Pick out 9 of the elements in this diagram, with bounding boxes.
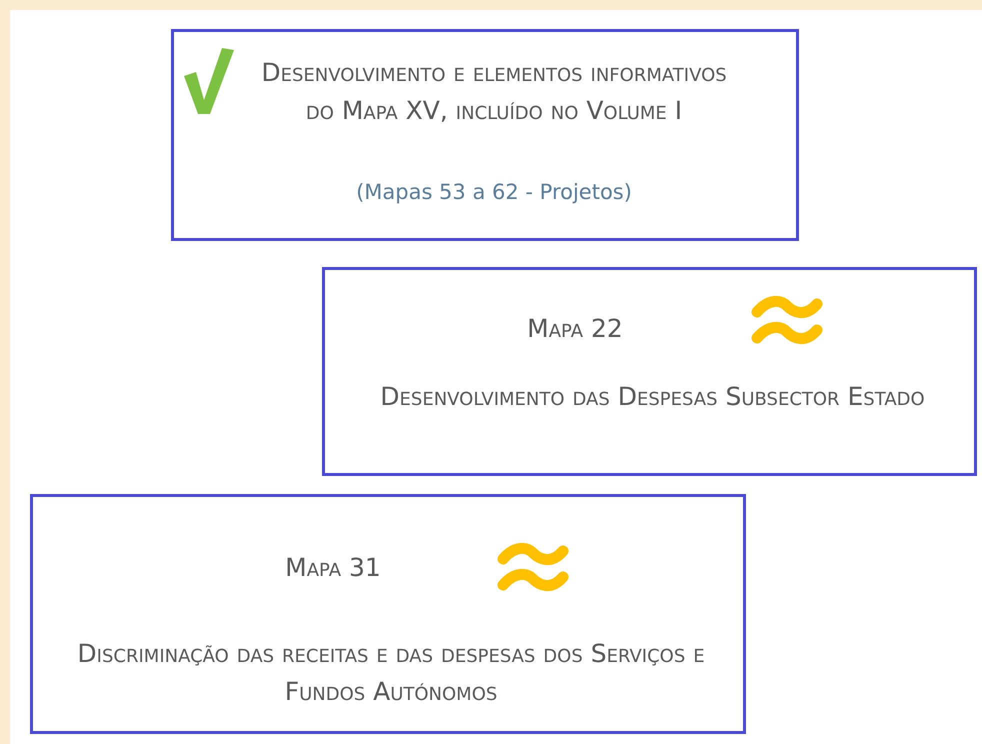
text-box — [322, 267, 977, 476]
text-box — [171, 29, 799, 241]
note-text: (Mapas 53 a 62 - Projetos) — [355, 180, 633, 204]
description-text: Discriminação das receitas e das despesas dos Serviços e Fundos Autónomos — [76, 638, 706, 708]
description-text: Desenvolvimento das Despesas Subsector Estado — [379, 381, 926, 413]
map-title: Mapa 22 — [526, 313, 624, 345]
map-title: Mapa 31 — [284, 552, 382, 584]
map-title: Desenvolvimento e elementos informativos do Mapa XV, incluído no Volume I — [260, 57, 728, 127]
text-box — [30, 494, 746, 734]
